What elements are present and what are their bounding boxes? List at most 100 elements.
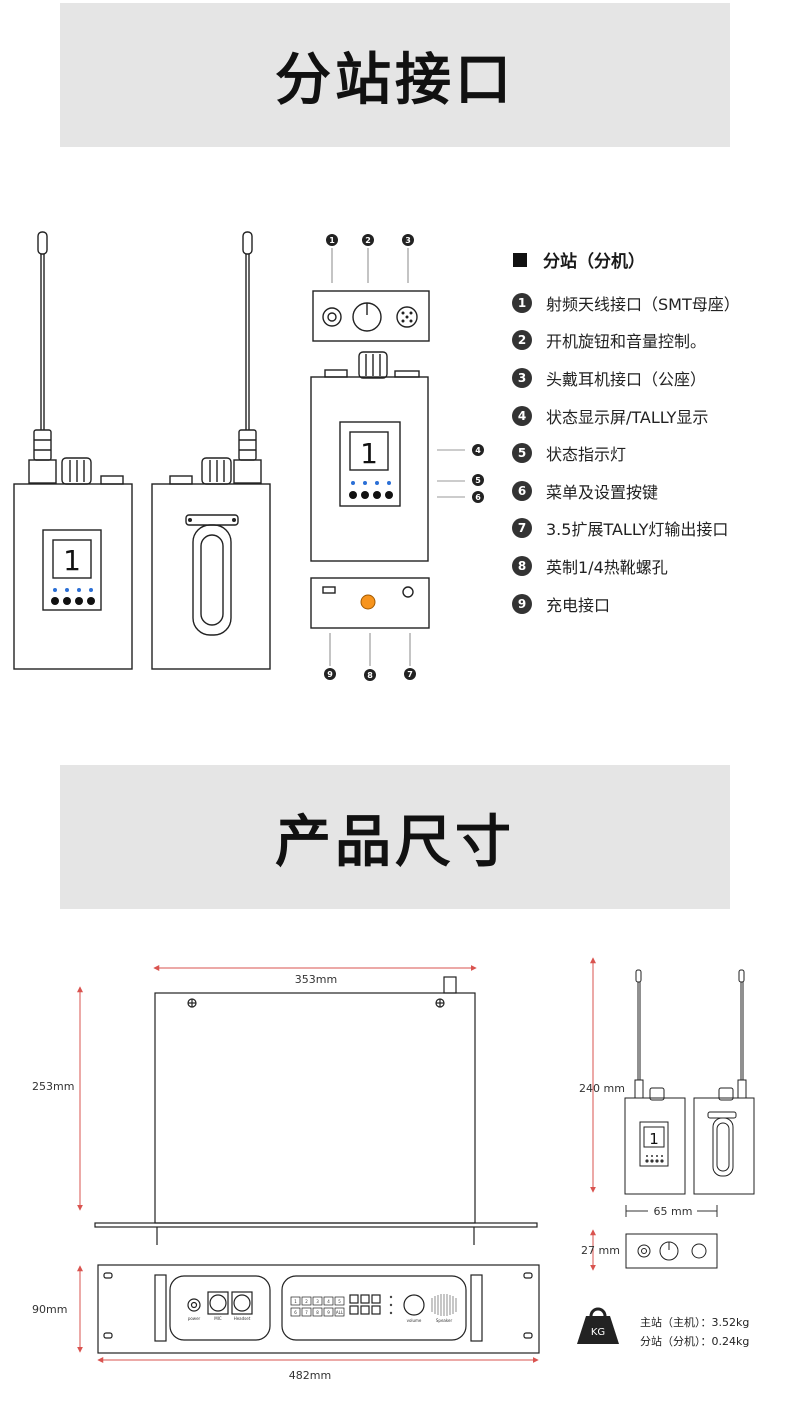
svg-text:1: 1 xyxy=(329,236,335,245)
svg-text:5: 5 xyxy=(475,476,481,485)
weight-info: 主站（主机）：3.52kg 分站（分机）：0.24kg xyxy=(640,1313,749,1351)
weight-sub: 分站（分机）：0.24kg xyxy=(640,1335,750,1348)
section-banner-interface: 分站接口 xyxy=(60,3,730,147)
subunit-small-back xyxy=(693,969,755,1195)
weight-main: 主站（主机）：3.52kg xyxy=(640,1316,750,1329)
svg-text:7: 7 xyxy=(305,1310,308,1315)
svg-text:5: 5 xyxy=(338,1299,341,1304)
interface-illustration: 1 xyxy=(13,231,484,681)
small-status-leds xyxy=(645,1155,664,1163)
rack-label-volume: volume xyxy=(407,1318,422,1323)
svg-text:3: 3 xyxy=(405,236,411,245)
number-badge-icon: 5 xyxy=(512,443,532,464)
number-badge-icon: 9 xyxy=(512,593,532,614)
callout-badge-1: 1 xyxy=(326,234,338,246)
svg-text:2: 2 xyxy=(305,1299,308,1304)
speaker-grille xyxy=(431,1294,457,1316)
svg-text:ALL: ALL xyxy=(336,1310,344,1315)
callout-badge-7: 7 xyxy=(404,668,416,680)
front-menu-buttons xyxy=(51,597,95,605)
rack-label-mic: MIC xyxy=(214,1316,222,1321)
callout-leaders-side xyxy=(437,449,465,498)
svg-text:6: 6 xyxy=(475,493,481,502)
main-height-label: 90mm xyxy=(32,1303,67,1316)
thread-hole-icon xyxy=(360,594,376,610)
sub-width-dimension xyxy=(625,1205,718,1217)
subunit-front-view xyxy=(13,231,133,670)
section-title: 分站接口 xyxy=(275,47,515,113)
callout-badge-8: 8 xyxy=(364,669,376,681)
sub-depth-label: 27 mm xyxy=(581,1244,620,1257)
weight-kg-icon: KG xyxy=(577,1307,619,1344)
subunit-small-top xyxy=(625,1233,718,1269)
feature-heading: 分站（分机） xyxy=(513,247,645,272)
subunit-small-front xyxy=(624,969,686,1195)
subunit-large-front-view xyxy=(310,351,429,562)
rack-led-dots xyxy=(389,1295,393,1315)
number-badge-icon: 6 xyxy=(512,480,532,501)
front-screen-digit: 1 xyxy=(63,544,81,577)
number-badge-icon: 8 xyxy=(512,555,532,576)
section-title: 产品尺寸 xyxy=(275,809,515,875)
callout-leaders-top xyxy=(331,248,409,283)
callout-badge-2: 2 xyxy=(362,234,374,246)
main-station-top-view xyxy=(94,976,538,1245)
svg-text:8: 8 xyxy=(367,671,373,680)
number-badge-icon: 1 xyxy=(512,292,532,313)
small-screen-digit: 1 xyxy=(649,1130,659,1148)
svg-text:6: 6 xyxy=(294,1310,297,1315)
back-clip-screws xyxy=(188,518,236,522)
rack-keypad: 1 2 3 4 5 6 7 8 9 ALL xyxy=(290,1296,345,1317)
svg-text:8: 8 xyxy=(316,1310,319,1315)
svg-text:4: 4 xyxy=(327,1299,330,1304)
rack-width-label: 482mm xyxy=(289,1369,331,1382)
number-badge-icon: 7 xyxy=(512,518,532,539)
sub-height-label: 240 mm xyxy=(579,1082,625,1095)
bottom-connector-panel xyxy=(310,577,430,629)
square-bullet-icon xyxy=(513,252,527,267)
svg-text:4: 4 xyxy=(475,446,481,455)
sub-width-label: 65 mm xyxy=(654,1205,693,1218)
main-width-label: 353mm xyxy=(295,973,337,986)
feature-heading-text: 分站（分机） xyxy=(543,252,645,272)
section-banner-dimensions: 产品尺寸 xyxy=(60,765,730,909)
number-badge-icon: 4 xyxy=(512,405,532,426)
callout-badge-3: 3 xyxy=(402,234,414,246)
large-menu-buttons xyxy=(349,491,393,499)
callout-badge-5: 5 xyxy=(472,474,484,486)
large-status-leds xyxy=(351,481,391,485)
svg-text:2: 2 xyxy=(365,236,371,245)
callout-badge-4: 4 xyxy=(472,444,484,456)
callout-leaders-bottom xyxy=(329,633,411,666)
top-connector-panel xyxy=(312,290,430,342)
rack-label-speaker: Speaker xyxy=(436,1318,453,1323)
number-badge-icon: 2 xyxy=(512,330,532,351)
dimension-illustration: 353mm 253mm 1 2 3 4 5 6 7 8 9 ALL xyxy=(32,957,755,1382)
svg-text:7: 7 xyxy=(407,670,413,679)
callout-badge-9: 9 xyxy=(324,668,336,680)
main-depth-label: 253mm xyxy=(32,1080,74,1093)
front-status-leds xyxy=(53,588,93,592)
subunit-back-view xyxy=(151,231,271,670)
large-screen-digit: 1 xyxy=(360,437,378,470)
svg-text:9: 9 xyxy=(327,670,333,679)
number-badge-icon: 3 xyxy=(512,367,532,388)
main-station-rack-front xyxy=(97,1264,540,1354)
svg-text:KG: KG xyxy=(591,1327,605,1338)
callout-badge-6: 6 xyxy=(472,491,484,503)
rack-label-headset: Headset xyxy=(234,1316,251,1321)
svg-text:3: 3 xyxy=(316,1299,319,1304)
svg-text:9: 9 xyxy=(327,1310,330,1315)
svg-text:1: 1 xyxy=(294,1299,297,1304)
rack-label-power: power xyxy=(188,1316,201,1321)
